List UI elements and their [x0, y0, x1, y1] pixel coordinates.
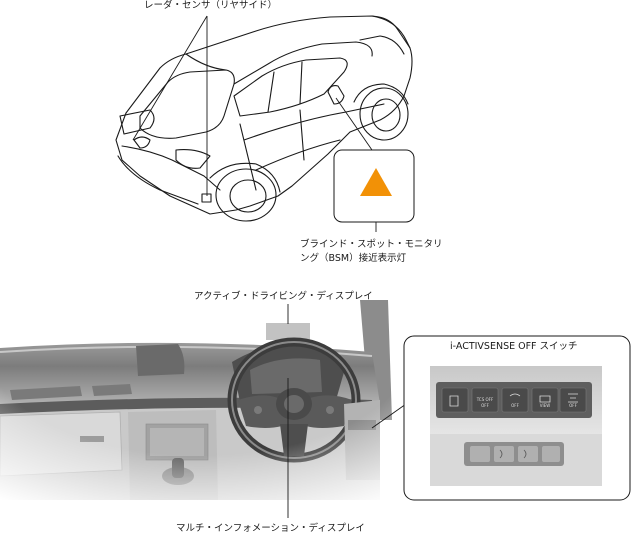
seat-switch-4 [542, 446, 560, 462]
switch-3-label: OFF [511, 403, 519, 408]
car-front-wheel [360, 88, 408, 140]
car-rear-wheel [216, 169, 276, 221]
seat-switch-1 [470, 446, 490, 462]
i-activsense-off-label: OFF [569, 403, 577, 408]
seat-switch-3 [518, 446, 538, 462]
seat-switch-2 [494, 446, 514, 462]
switch-panel-callout: TCS OFF OFF OFF VIEW OFF [404, 336, 630, 500]
switch-row-top: TCS OFF OFF OFF VIEW OFF [442, 388, 586, 412]
bsm-indicator-label-line2: ング（BSM）接近表示灯 [300, 252, 406, 265]
rear-radar-sensor [202, 194, 211, 202]
switch-3 [502, 388, 528, 412]
switch-1 [442, 388, 468, 412]
view-label: VIEW [540, 403, 550, 408]
switch-4 [532, 388, 558, 412]
bsm-callout [334, 150, 414, 222]
tcs-off-label: OFF [481, 403, 489, 408]
dashboard-illustration [0, 300, 400, 510]
switch-i-activsense-off [560, 388, 586, 412]
i-activsense-off-switch-label: i-ACTIVSENSE OFF スイッチ [450, 340, 578, 353]
active-driving-display-label: アクティブ・ドライビング・ディスプレイ [194, 290, 373, 303]
radar-sensor-label: レーダ・センサ（リヤサイド） [144, 0, 277, 12]
bsm-indicator-label-line1: ブラインド・スポット・モニタリ [300, 238, 443, 251]
multi-information-display-label: マルチ・インフォメーション・ディスプレイ [176, 522, 365, 535]
tcs-label: TCS OFF [476, 397, 494, 402]
car-side-mirror [328, 86, 344, 104]
